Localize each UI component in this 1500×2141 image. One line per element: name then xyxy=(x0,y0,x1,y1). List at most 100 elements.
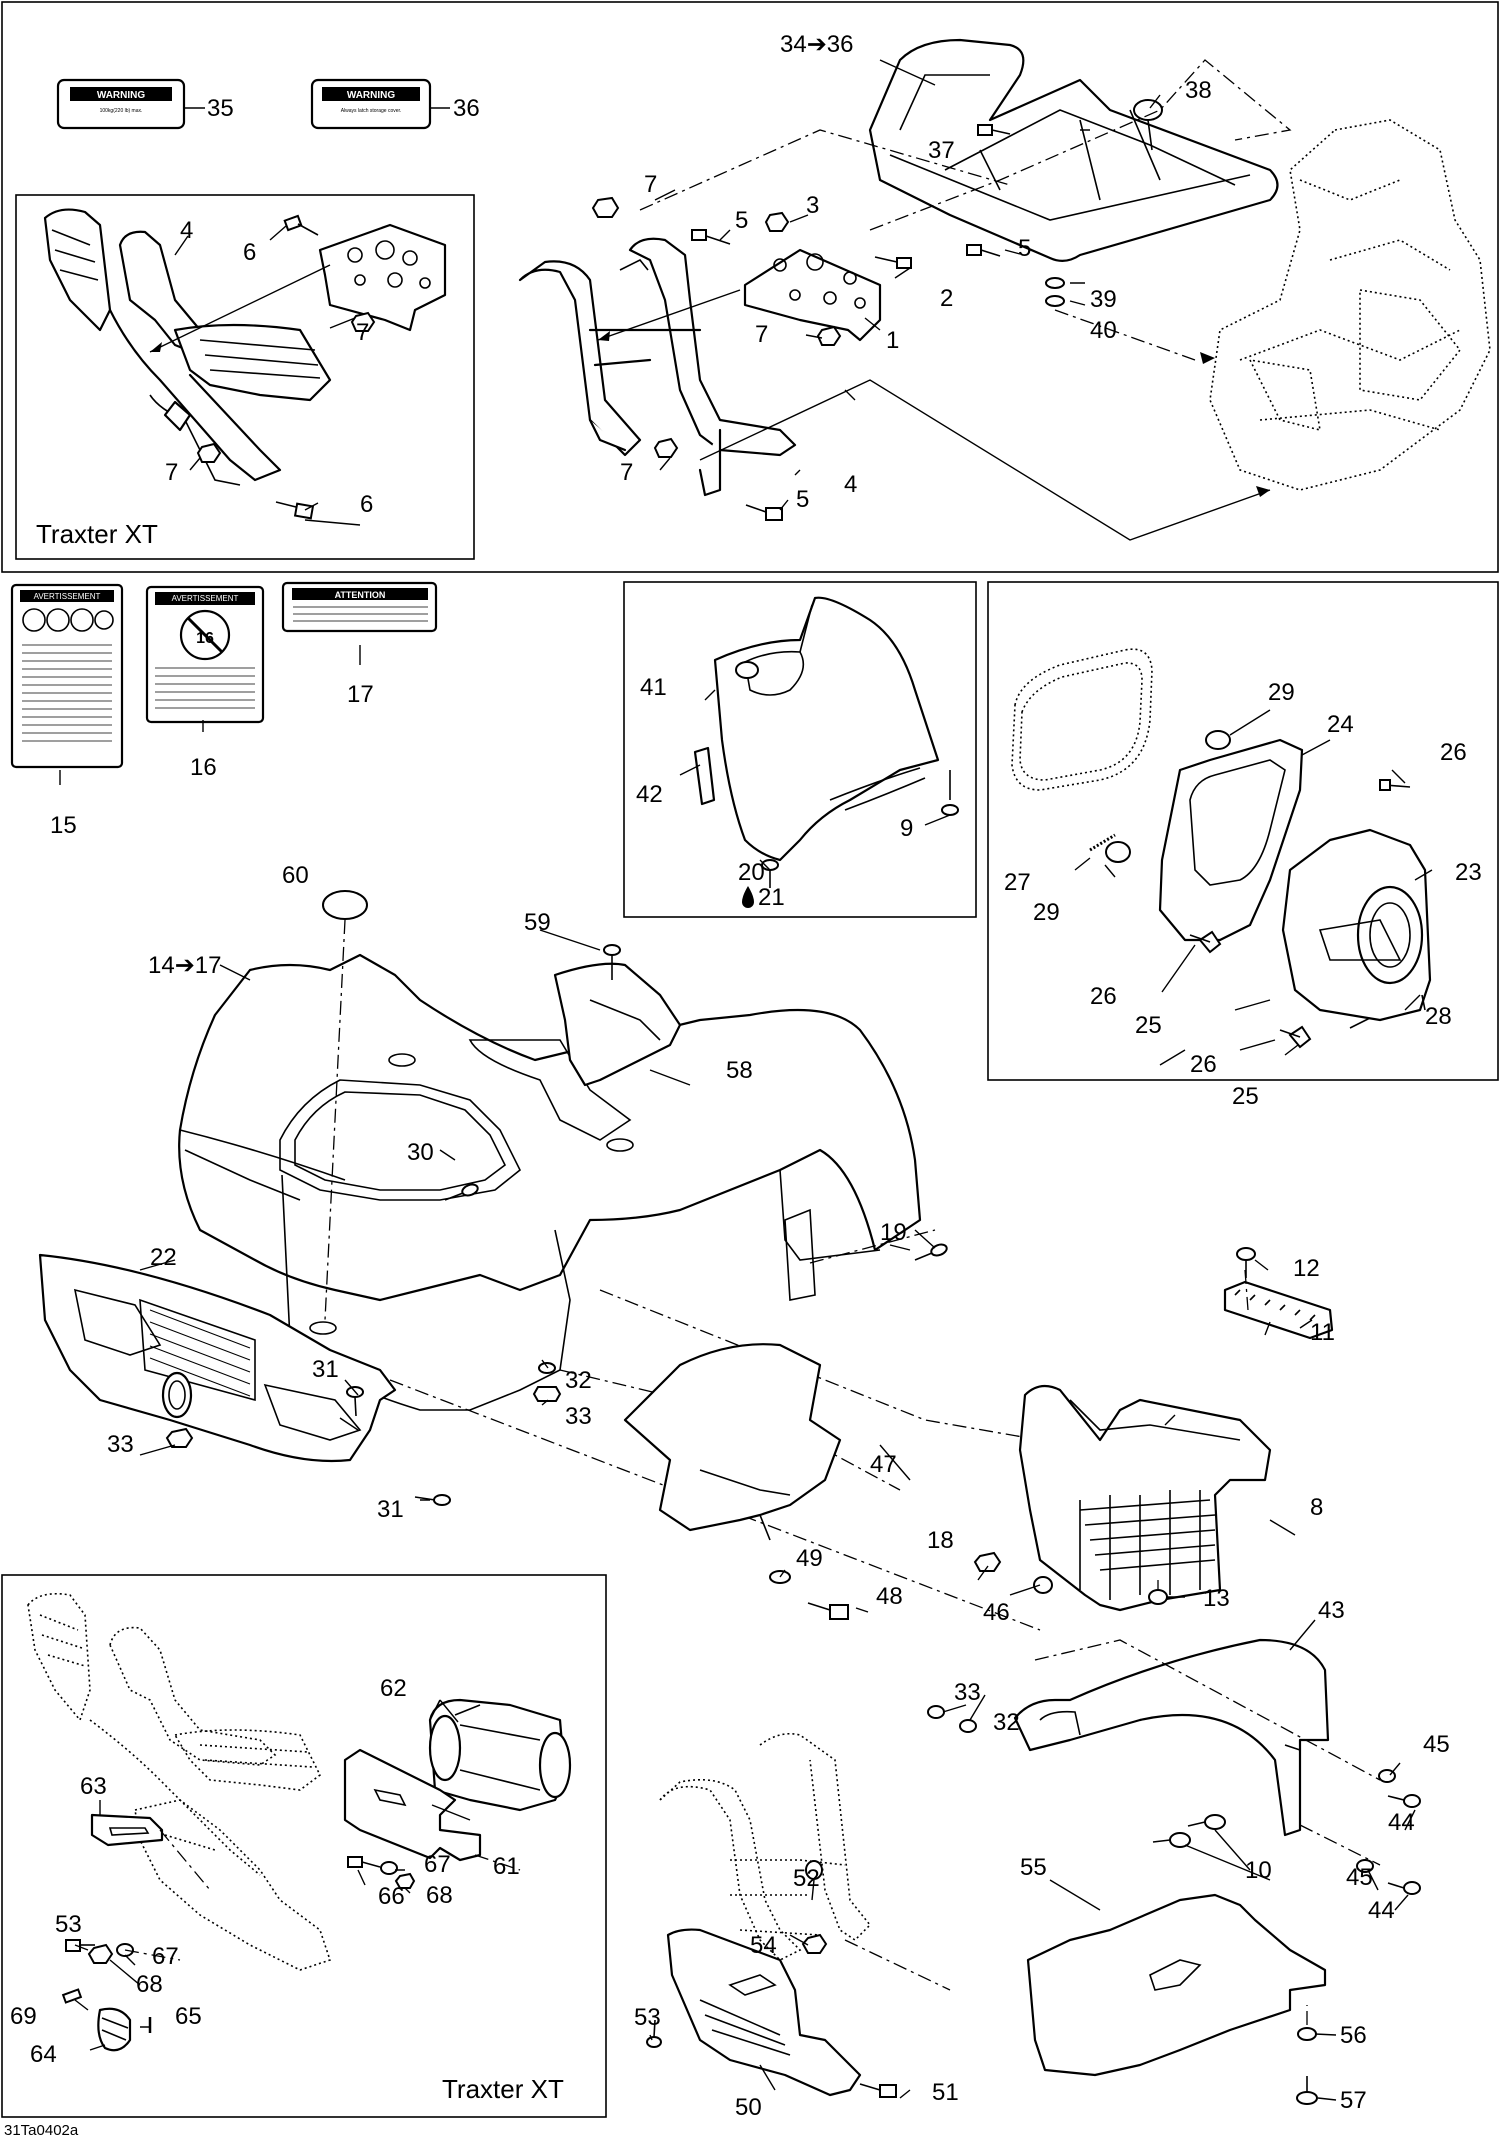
callout-46: 46 xyxy=(983,1599,1010,1626)
callout-6-a: 6 xyxy=(243,239,256,266)
screw-12 xyxy=(1236,1247,1256,1278)
callout-33-b: 33 xyxy=(107,1431,134,1458)
decal-36: WARNING Always latch storage cover. xyxy=(310,78,432,130)
callout-67-a: 67 xyxy=(424,1851,451,1878)
cap-60 xyxy=(322,890,368,920)
screw-31-lower xyxy=(414,1494,451,1506)
callout-24: 24 xyxy=(1327,711,1354,738)
callout-20: 20 xyxy=(738,859,765,886)
callout-58: 58 xyxy=(726,1057,753,1084)
bolt-5-rack xyxy=(966,244,1001,257)
callout-5-b: 5 xyxy=(1018,235,1031,262)
hook-64 xyxy=(97,2007,132,2052)
winch-mount-61 xyxy=(343,1748,482,1862)
decal-15-title: AVERTISSEMENT xyxy=(34,592,101,601)
callout-49: 49 xyxy=(796,1545,823,1572)
callout-15: 15 xyxy=(50,812,77,839)
callout-18: 18 xyxy=(927,1527,954,1554)
callout-50: 50 xyxy=(735,2094,762,2121)
callout-60: 60 xyxy=(282,862,309,889)
grommet-29-top xyxy=(1205,730,1231,750)
callout-32-b: 32 xyxy=(993,1709,1020,1736)
callout-29-b: 29 xyxy=(1033,899,1060,926)
grommet-29-side xyxy=(1105,841,1131,863)
callout-57: 57 xyxy=(1340,2087,1367,2114)
inset-frame-lateral-panel xyxy=(623,581,977,918)
callout-47: 47 xyxy=(870,1451,897,1478)
callout-19: 19 xyxy=(880,1219,907,1246)
washer-39 xyxy=(1045,277,1065,307)
washer-3 xyxy=(764,211,790,232)
callout-4-b: 4 xyxy=(180,217,193,244)
nut-33-center xyxy=(532,1386,562,1402)
screw-59 xyxy=(603,944,621,980)
callout-44-b: 44 xyxy=(1368,1897,1395,1924)
callout-40: 40 xyxy=(1090,317,1117,344)
inset-title-top: Traxter XT xyxy=(36,519,158,549)
vehicle-frame xyxy=(1209,119,1491,491)
adhesive-drop-icon xyxy=(742,886,754,908)
callout-54: 54 xyxy=(750,1932,777,1959)
top-section-frame xyxy=(1,1,1499,573)
decal-35: WARNING 100kg(220 lb) max. xyxy=(56,78,186,130)
decal-36-text: Always latch storage cover. xyxy=(341,108,402,114)
bolt-5-bottom xyxy=(745,504,783,521)
callout-26-a: 26 xyxy=(1440,739,1467,766)
bash-plate-50 xyxy=(666,1928,862,2097)
nut-7-top-xt xyxy=(350,311,376,332)
nut-7-bottom-xt xyxy=(196,442,222,463)
headlight-lens xyxy=(1011,648,1153,791)
callout-14-17: 14➔17 xyxy=(148,952,222,979)
mud-guard-47 xyxy=(623,1343,842,1541)
callout-10: 10 xyxy=(1245,1857,1272,1884)
skid-plate-55 xyxy=(1026,1893,1327,2077)
callout-53-b: 53 xyxy=(55,1911,82,1938)
callout-17: 17 xyxy=(347,681,374,708)
push-rivet-10a xyxy=(1152,1832,1191,1848)
callout-66: 66 xyxy=(378,1883,405,1910)
callout-42: 42 xyxy=(636,781,663,808)
clip-42 xyxy=(693,746,716,806)
leader-lines xyxy=(59,59,1433,2101)
callout-48: 48 xyxy=(876,1583,903,1610)
callout-26-b: 26 xyxy=(1090,983,1117,1010)
screw-44-bottom xyxy=(1387,1881,1421,1895)
bumper-support-plate-xt xyxy=(318,223,447,332)
callout-33-a: 33 xyxy=(565,1403,592,1430)
callout-12: 12 xyxy=(1293,1255,1320,1282)
callout-44-a: 44 xyxy=(1388,1809,1415,1836)
decal-36-title: WARNING xyxy=(347,90,396,101)
decal-17-title: ATTENTION xyxy=(335,590,386,600)
callout-53-a: 53 xyxy=(634,2004,661,2031)
callout-7-d: 7 xyxy=(356,319,369,346)
callout-25-b: 25 xyxy=(1232,1083,1259,1110)
bolt-6-top-xt xyxy=(283,214,319,236)
knob-25-lower xyxy=(1279,1025,1312,1049)
bolt-37 xyxy=(977,124,1011,136)
callout-69: 69 xyxy=(10,2003,37,2030)
screw-30 xyxy=(444,1183,479,1201)
nut-33-left xyxy=(165,1427,194,1448)
push-rivet-10b xyxy=(1187,1814,1226,1830)
headlight-bracket-24 xyxy=(1158,738,1304,942)
pin-69 xyxy=(61,1988,83,2004)
decal-16-title: AVERTISSEMENT xyxy=(172,594,239,603)
callout-43: 43 xyxy=(1318,1597,1345,1624)
callout-32-a: 32 xyxy=(565,1367,592,1394)
decal-15: AVERTISSEMENT xyxy=(10,583,124,769)
screw-27 xyxy=(1089,833,1116,852)
nut-33-right xyxy=(927,1705,945,1719)
callout-29-a: 29 xyxy=(1268,679,1295,706)
callout-2: 2 xyxy=(940,285,953,312)
bumper-support-plate xyxy=(743,248,882,342)
callout-7-a: 7 xyxy=(644,171,657,198)
lateral-panel-41 xyxy=(713,596,940,862)
decal-35-title: WARNING xyxy=(97,90,146,101)
front-fender xyxy=(178,953,922,1411)
callout-4-a: 4 xyxy=(844,471,857,498)
callout-55: 55 xyxy=(1020,1854,1047,1881)
footrest-8 xyxy=(1018,1384,1272,1612)
callout-67-b: 67 xyxy=(152,1943,179,1970)
screw-44-top xyxy=(1387,1794,1421,1808)
callout-31-b: 31 xyxy=(377,1496,404,1523)
